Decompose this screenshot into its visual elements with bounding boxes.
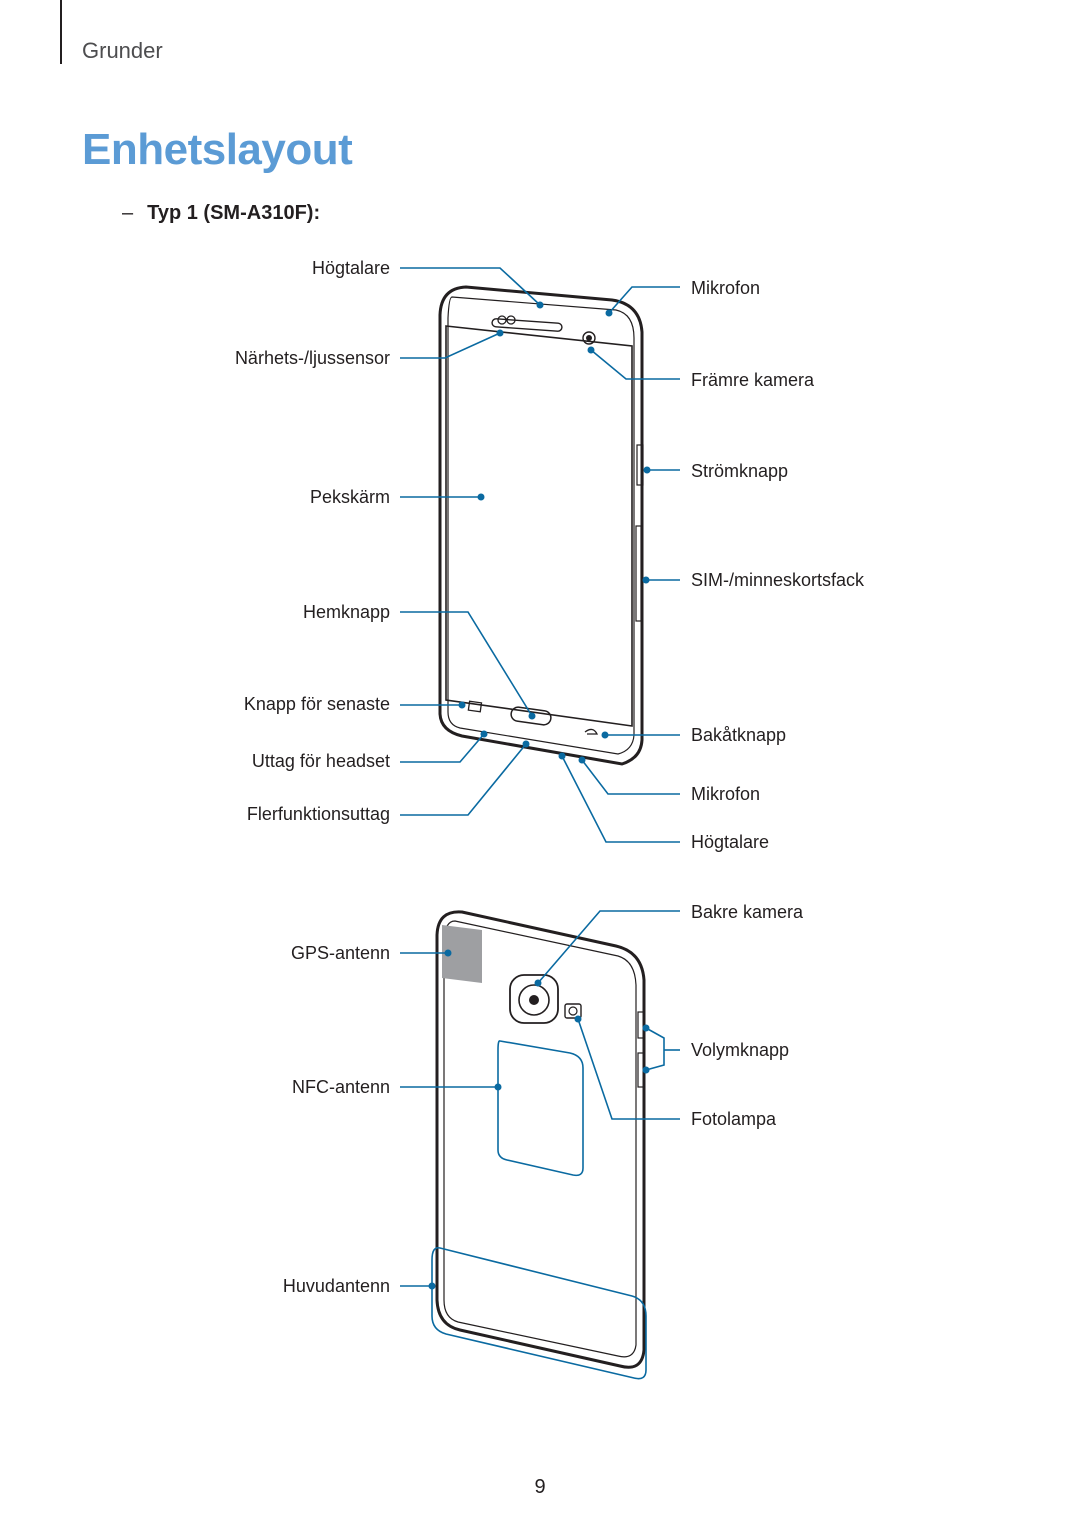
section-label: Grunder	[82, 38, 163, 63]
label-mic-top: Mikrofon	[691, 278, 761, 298]
subheading: –Typ 1 (SM-A310F):	[122, 202, 320, 225]
label-front-camera: Främre kamera	[691, 370, 815, 390]
label-recent-key: Knapp för senaste	[243, 694, 390, 714]
page-number: 9	[534, 1476, 546, 1498]
label-rear-camera: Bakre kamera	[691, 902, 804, 922]
label-headset-jack: Uttag för headset	[251, 751, 390, 771]
label-power-key: Strömknapp	[691, 461, 789, 481]
label-home-key: Hemknapp	[302, 602, 390, 622]
label-touchscreen: Pekskärm	[309, 487, 390, 507]
label-flash: Fotolampa	[691, 1109, 777, 1129]
page-title: Enhetslayout	[82, 125, 353, 174]
label-multipurpose-jack: Flerfunktionsuttag	[246, 804, 390, 824]
label-volume-key: Volymknapp	[691, 1040, 790, 1060]
label-sim-tray: SIM-/minneskortsfack	[691, 570, 865, 590]
section-rule	[60, 0, 62, 64]
front-callouts	[400, 267, 680, 843]
gps-antenna-area	[442, 925, 482, 983]
back-callout-dots	[428, 949, 650, 1290]
label-speaker-top: Högtalare	[311, 258, 390, 278]
label-main-antenna: Huvudantenn	[282, 1276, 390, 1296]
label-proximity-sensor: Närhets-/ljussensor	[234, 348, 390, 368]
label-mic-bottom: Mikrofon	[691, 784, 761, 804]
back-callouts	[400, 910, 680, 1380]
label-speaker-bottom: Högtalare	[691, 832, 770, 852]
subheading-dash: –	[122, 202, 134, 224]
label-back-key: Bakåtknapp	[691, 725, 787, 745]
front-callout-dots	[458, 301, 651, 764]
label-gps-antenna: GPS-antenn	[290, 943, 390, 963]
front-phone-illustration	[438, 285, 644, 766]
subheading-text: Typ 1 (SM-A310F):	[147, 202, 321, 224]
label-nfc-antenna: NFC-antenn	[291, 1077, 390, 1097]
